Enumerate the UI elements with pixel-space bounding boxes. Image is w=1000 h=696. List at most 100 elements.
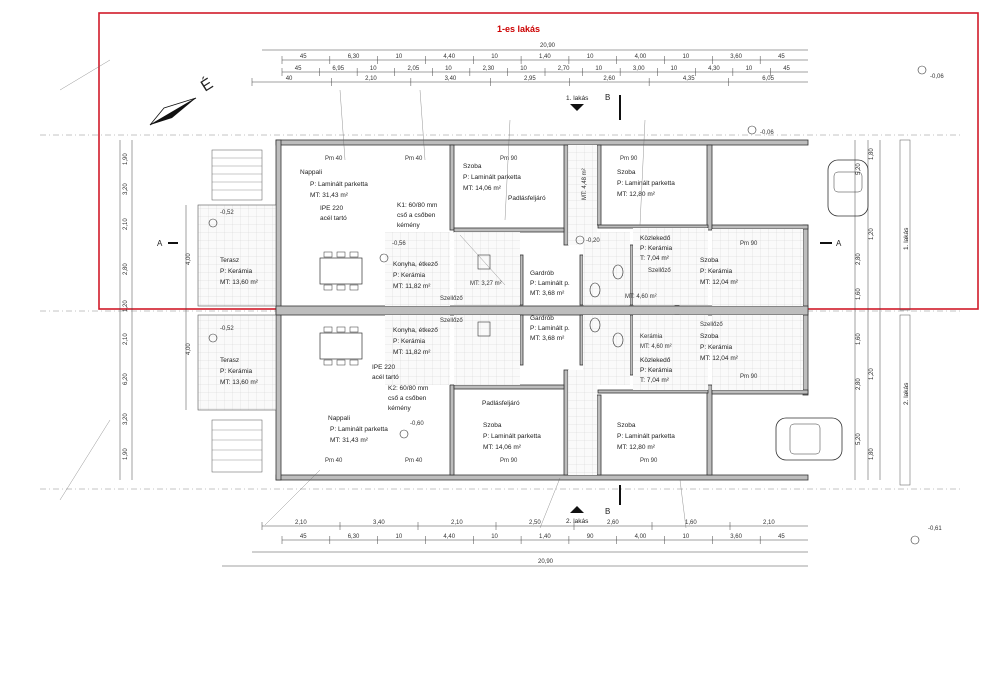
svg-text:P: Kerámia: P: Kerámia <box>393 272 426 279</box>
svg-text:Közlekedő: Közlekedő <box>640 357 671 364</box>
svg-text:-0,20: -0,20 <box>586 238 600 244</box>
unit1-room-labels: Nappali P: Laminált parketta MT: 31,43 m… <box>220 163 739 300</box>
svg-text:P: Kerámia: P: Kerámia <box>220 268 253 275</box>
dimension-label: 2,10 <box>295 520 307 526</box>
dimension-label: 3,40 <box>445 76 457 82</box>
svg-text:Pm 90: Pm 90 <box>500 156 518 162</box>
dimension-label: 45 <box>783 66 790 72</box>
svg-text:5,20: 5,20 <box>856 433 862 445</box>
dimension-label: 10 <box>491 534 498 540</box>
svg-text:MT: 14,06 m²: MT: 14,06 m² <box>463 185 502 192</box>
dimension-label: 45 <box>300 54 307 60</box>
svg-text:Pm 40: Pm 40 <box>325 156 343 162</box>
level-markers: -0,52 -0,52 -0,56 -0,60 -0,06 -0,61 -0,0… <box>208 65 944 545</box>
svg-text:Nappali: Nappali <box>300 169 322 176</box>
svg-text:Konyha, étkező: Konyha, étkező <box>393 327 438 334</box>
svg-text:Nappali: Nappali <box>328 415 350 422</box>
svg-text:acél tartó: acél tartó <box>372 374 399 381</box>
dimension-label: 6,95 <box>332 66 344 72</box>
terrace-unit1 <box>197 204 277 307</box>
svg-text:P: Kerámia: P: Kerámia <box>393 338 426 345</box>
svg-text:-0,06: -0,06 <box>760 130 774 136</box>
unit2-entry-label: 2. lakás <box>566 518 589 525</box>
plan-title: 1-es lakás <box>497 24 540 34</box>
dimension-label: 10 <box>683 534 690 540</box>
dimension-label: 6,30 <box>348 534 360 540</box>
svg-text:kémény: kémény <box>388 405 412 412</box>
svg-text:-0,61: -0,61 <box>928 526 942 532</box>
svg-text:1,20: 1,20 <box>123 300 129 312</box>
svg-text:P: Kerámia: P: Kerámia <box>640 367 673 374</box>
dimension-label: 2,10 <box>451 520 463 526</box>
dining-table-unit2 <box>319 326 363 366</box>
dimension-label: 4,30 <box>708 66 720 72</box>
svg-text:Padlásfeljáró: Padlásfeljáró <box>508 195 546 202</box>
dimension-label: 3,60 <box>730 54 742 60</box>
svg-text:T: 7,04 m²: T: 7,04 m² <box>640 377 670 384</box>
svg-text:Szellőző: Szellőző <box>700 322 723 328</box>
svg-text:P: Kerámia: P: Kerámia <box>220 368 253 375</box>
svg-text:Szellőző: Szellőző <box>440 318 463 324</box>
dimension-label: 10 <box>671 66 678 72</box>
svg-text:1,80: 1,80 <box>869 148 875 160</box>
svg-text:3,20: 3,20 <box>123 183 129 195</box>
dimension-label: 6,05 <box>762 76 774 82</box>
dimension-label: 2,05 <box>408 66 420 72</box>
svg-text:Pm 90: Pm 90 <box>620 156 638 162</box>
svg-text:1,80: 1,80 <box>869 448 875 460</box>
car-bottom <box>775 417 843 461</box>
svg-text:acél tartó: acél tartó <box>320 215 347 222</box>
svg-text:Pm 90: Pm 90 <box>740 374 758 380</box>
svg-text:MT: 4,60 m²: MT: 4,60 m² <box>640 344 672 350</box>
unit2-room-labels: Nappali P: Laminált parketta MT: 31,43 m… <box>220 315 739 451</box>
dimension-label: 4,00 <box>635 534 647 540</box>
car-top <box>827 159 869 217</box>
dimension-label: 10 <box>370 66 377 72</box>
svg-text:Kerámia: Kerámia <box>640 334 663 340</box>
svg-text:Pm 40: Pm 40 <box>405 458 423 464</box>
svg-text:1,90: 1,90 <box>123 448 129 460</box>
svg-text:-0,52: -0,52 <box>220 210 234 216</box>
right-dimensions: 5,20 2,80 1,60 1,60 2,80 5,20 1,80 1,20 … <box>854 140 881 480</box>
svg-text:4,00: 4,00 <box>186 253 192 265</box>
svg-text:Szoba: Szoba <box>483 422 502 429</box>
section-b-top: B <box>605 93 610 102</box>
svg-text:P: Laminált parketta: P: Laminált parketta <box>310 181 368 188</box>
svg-text:Terasz: Terasz <box>220 257 239 264</box>
dimension-label: 2,70 <box>558 66 570 72</box>
dimension-label: 45 <box>300 534 307 540</box>
dimension-label: 10 <box>587 54 594 60</box>
svg-text:MT: 12,80 m²: MT: 12,80 m² <box>617 191 656 198</box>
svg-text:1,60: 1,60 <box>856 288 862 300</box>
svg-text:Pm 40: Pm 40 <box>405 156 423 162</box>
dimension-label: 4,00 <box>635 54 647 60</box>
left-dimensions: 1,90 3,20 2,10 2,80 1,20 2,10 6,20 3,20 … <box>119 140 192 480</box>
svg-text:MT: 31,43 m²: MT: 31,43 m² <box>330 437 369 444</box>
svg-text:K2: 60/80 mm: K2: 60/80 mm <box>388 385 428 392</box>
svg-text:1,20: 1,20 <box>869 228 875 240</box>
section-b-bottom: B <box>605 507 610 516</box>
building-walls <box>275 139 809 481</box>
dimension-label: 2,10 <box>763 520 775 526</box>
svg-text:MT: 3,27 m²: MT: 3,27 m² <box>470 281 502 287</box>
svg-text:-0,52: -0,52 <box>220 326 234 332</box>
dimension-label: 2,95 <box>524 76 536 82</box>
dimension-label: 45 <box>778 534 785 540</box>
svg-text:2,80: 2,80 <box>123 263 129 275</box>
svg-text:-0,06: -0,06 <box>930 74 944 80</box>
svg-text:P: Kerámia: P: Kerámia <box>700 344 733 351</box>
dimension-label: 6,30 <box>348 54 360 60</box>
dimension-label: 10 <box>396 54 403 60</box>
svg-text:MT: 13,60 m²: MT: 13,60 m² <box>220 379 259 386</box>
overall-width-bottom: 20,90 <box>538 559 554 565</box>
dimension-label: 1,60 <box>685 520 697 526</box>
svg-text:Pm 40: Pm 40 <box>325 458 343 464</box>
svg-text:-0,56: -0,56 <box>392 241 406 247</box>
dimension-label: 3,00 <box>633 66 645 72</box>
dimension-label: 10 <box>520 66 527 72</box>
overall-width-top: 20,90 <box>540 43 556 49</box>
svg-text:Padlásfeljáró: Padlásfeljáró <box>482 400 520 407</box>
north-label: É <box>197 74 216 96</box>
svg-text:Szellőző: Szellőző <box>648 268 671 274</box>
